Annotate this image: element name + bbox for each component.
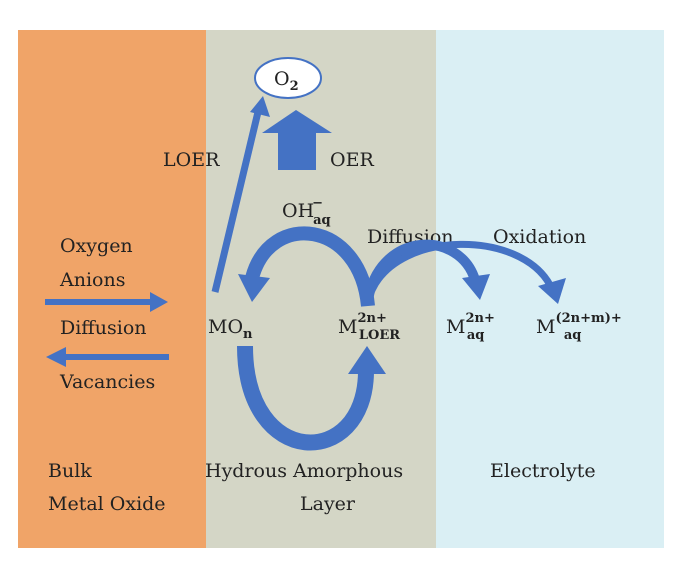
- loer-label: LOER: [163, 149, 220, 171]
- maqm-label: M(2n+m)+aq: [536, 311, 622, 343]
- bulk-label-2: Metal Oxide: [48, 493, 166, 515]
- bulk-region: [18, 30, 206, 548]
- oxidation-arc: [368, 240, 554, 292]
- oh-label: OH−aq: [282, 196, 331, 228]
- oxidation-arrowhead: [538, 278, 566, 304]
- mloer-label: M2n+LOER: [338, 311, 400, 343]
- bulk-label-1: Bulk: [48, 460, 92, 482]
- loer-arrow: [211, 96, 270, 293]
- mon-label: MOn: [208, 316, 253, 342]
- o2-bubble: [254, 57, 322, 99]
- vacancy-diffusion-arrow: [46, 347, 169, 367]
- oer-arrow: [262, 110, 332, 170]
- anions-label: Anions: [59, 269, 125, 291]
- oxygen-label: Oxygen: [60, 235, 133, 257]
- layer-label-1: Hydrous Amorphous: [205, 460, 403, 482]
- dissolution-u-arrow: [237, 345, 374, 451]
- anion-diffusion-arrow: [45, 292, 168, 312]
- diffusion-left-label: Diffusion: [60, 317, 147, 339]
- electrolyte-label: Electrolyte: [490, 460, 596, 482]
- layer-label-2: Layer: [300, 493, 356, 515]
- diffusion-arrowhead: [462, 274, 490, 300]
- redeposition-arc: [245, 226, 375, 307]
- layer-region: [206, 30, 436, 548]
- dissolution-arrowhead: [348, 346, 386, 374]
- redeposition-arrowhead: [238, 274, 270, 302]
- maq-label: M2n+aq: [446, 311, 495, 343]
- vacancies-label: Vacancies: [59, 371, 155, 393]
- oer-label: OER: [330, 149, 374, 171]
- oxidation-label: Oxidation: [493, 226, 586, 248]
- o2-label: O2: [274, 68, 299, 94]
